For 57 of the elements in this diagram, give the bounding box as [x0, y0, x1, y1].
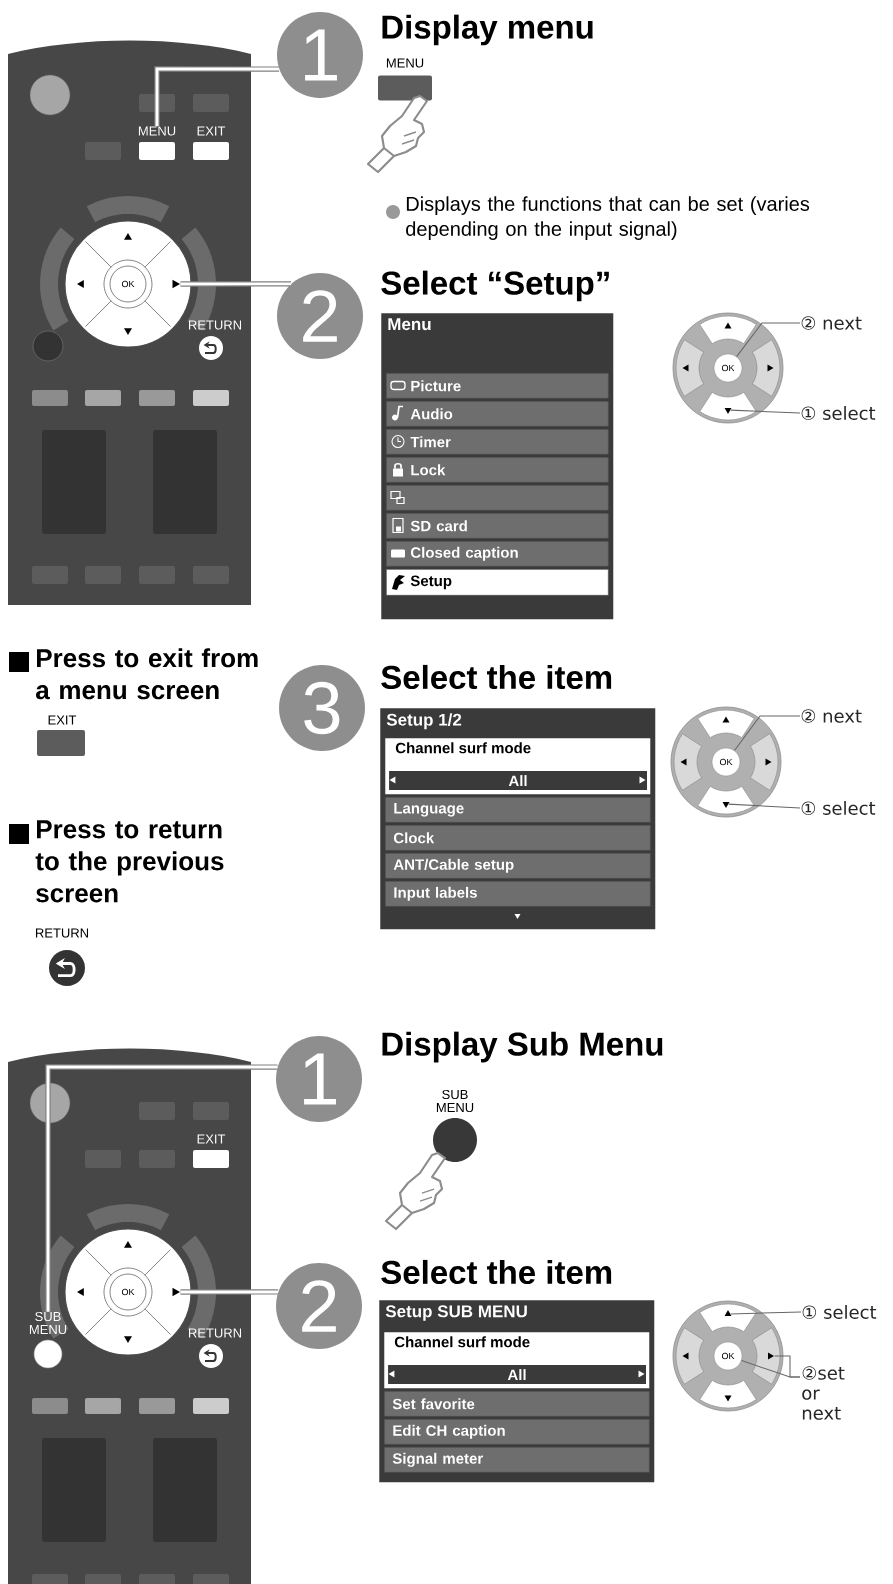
menu-row: Edit CH caption [384, 1419, 650, 1445]
menu-row: Clock [385, 825, 651, 851]
menu-row: Language [385, 797, 651, 823]
button-label: EXIT [197, 126, 226, 136]
button-label: EXIT [48, 715, 77, 725]
callout-label: ① select [801, 406, 876, 420]
callout-label: ① select [802, 1305, 877, 1319]
button-label: RETURN [189, 320, 241, 330]
button-label: SUB MENU [436, 1089, 474, 1113]
callout-label: ① select [801, 801, 876, 815]
instruction-text: Press to exit from a menu screen [36, 648, 258, 700]
menu-row: Input labels [385, 881, 651, 907]
step-heading: Select the item [381, 664, 612, 690]
menu-row: Lock [386, 457, 609, 483]
button-label: MENU [386, 58, 424, 68]
callout-label: ② next [801, 316, 862, 330]
button-label: RETURN [189, 1328, 241, 1338]
menu-row: ANT/Cable setup [385, 853, 651, 879]
leader-line [733, 715, 801, 752]
step-heading: Select the item [381, 1259, 612, 1285]
button-label: MENU [138, 126, 176, 136]
callout-label: ②set or next [802, 1366, 845, 1420]
button-label: RETURN [36, 928, 88, 938]
callout-label: ② next [801, 709, 862, 723]
arrow-key [172, 279, 180, 289]
menu-row: Signal meter [384, 1447, 650, 1473]
menu-row: SD card [386, 513, 609, 539]
arrow-key [724, 408, 732, 414]
leader-line [45, 1064, 278, 1312]
menu-row: Set favorite [384, 1391, 650, 1417]
menu-row: Closed caption [386, 541, 609, 567]
leader-line [180, 1289, 279, 1295]
leader-line [154, 66, 280, 127]
ok-button: OK [711, 747, 741, 777]
value-bar: All [388, 770, 649, 792]
leader-line [180, 281, 292, 287]
instruction-text: Press to return to the previous screen [35, 820, 224, 903]
note-text: Displays the functions that can be set (varies depending on the input signal) [406, 196, 810, 240]
highlighted-menu-row: Setup [386, 569, 609, 596]
menu-row: Picture [386, 373, 609, 399]
arrow-key [722, 802, 730, 808]
menu-row: Audio [386, 401, 609, 427]
menu-row: Timer [386, 429, 609, 455]
leader-line [736, 322, 801, 358]
button-label: OK [121, 1288, 135, 1296]
arrow-key [768, 1352, 774, 1360]
leader-line [774, 1355, 801, 1378]
menu-row [386, 485, 609, 511]
step-heading: Select “Setup” [381, 270, 609, 302]
button-label: EXIT [197, 1134, 226, 1144]
button-label: SUB MENU [29, 1311, 67, 1335]
ok-button: OK [713, 1341, 743, 1371]
arrow-key [724, 1310, 732, 1316]
button-label: OK [121, 280, 135, 288]
ok-button: OK [713, 353, 743, 383]
value-bar: All [387, 1364, 648, 1386]
arrow-key [172, 1287, 180, 1297]
